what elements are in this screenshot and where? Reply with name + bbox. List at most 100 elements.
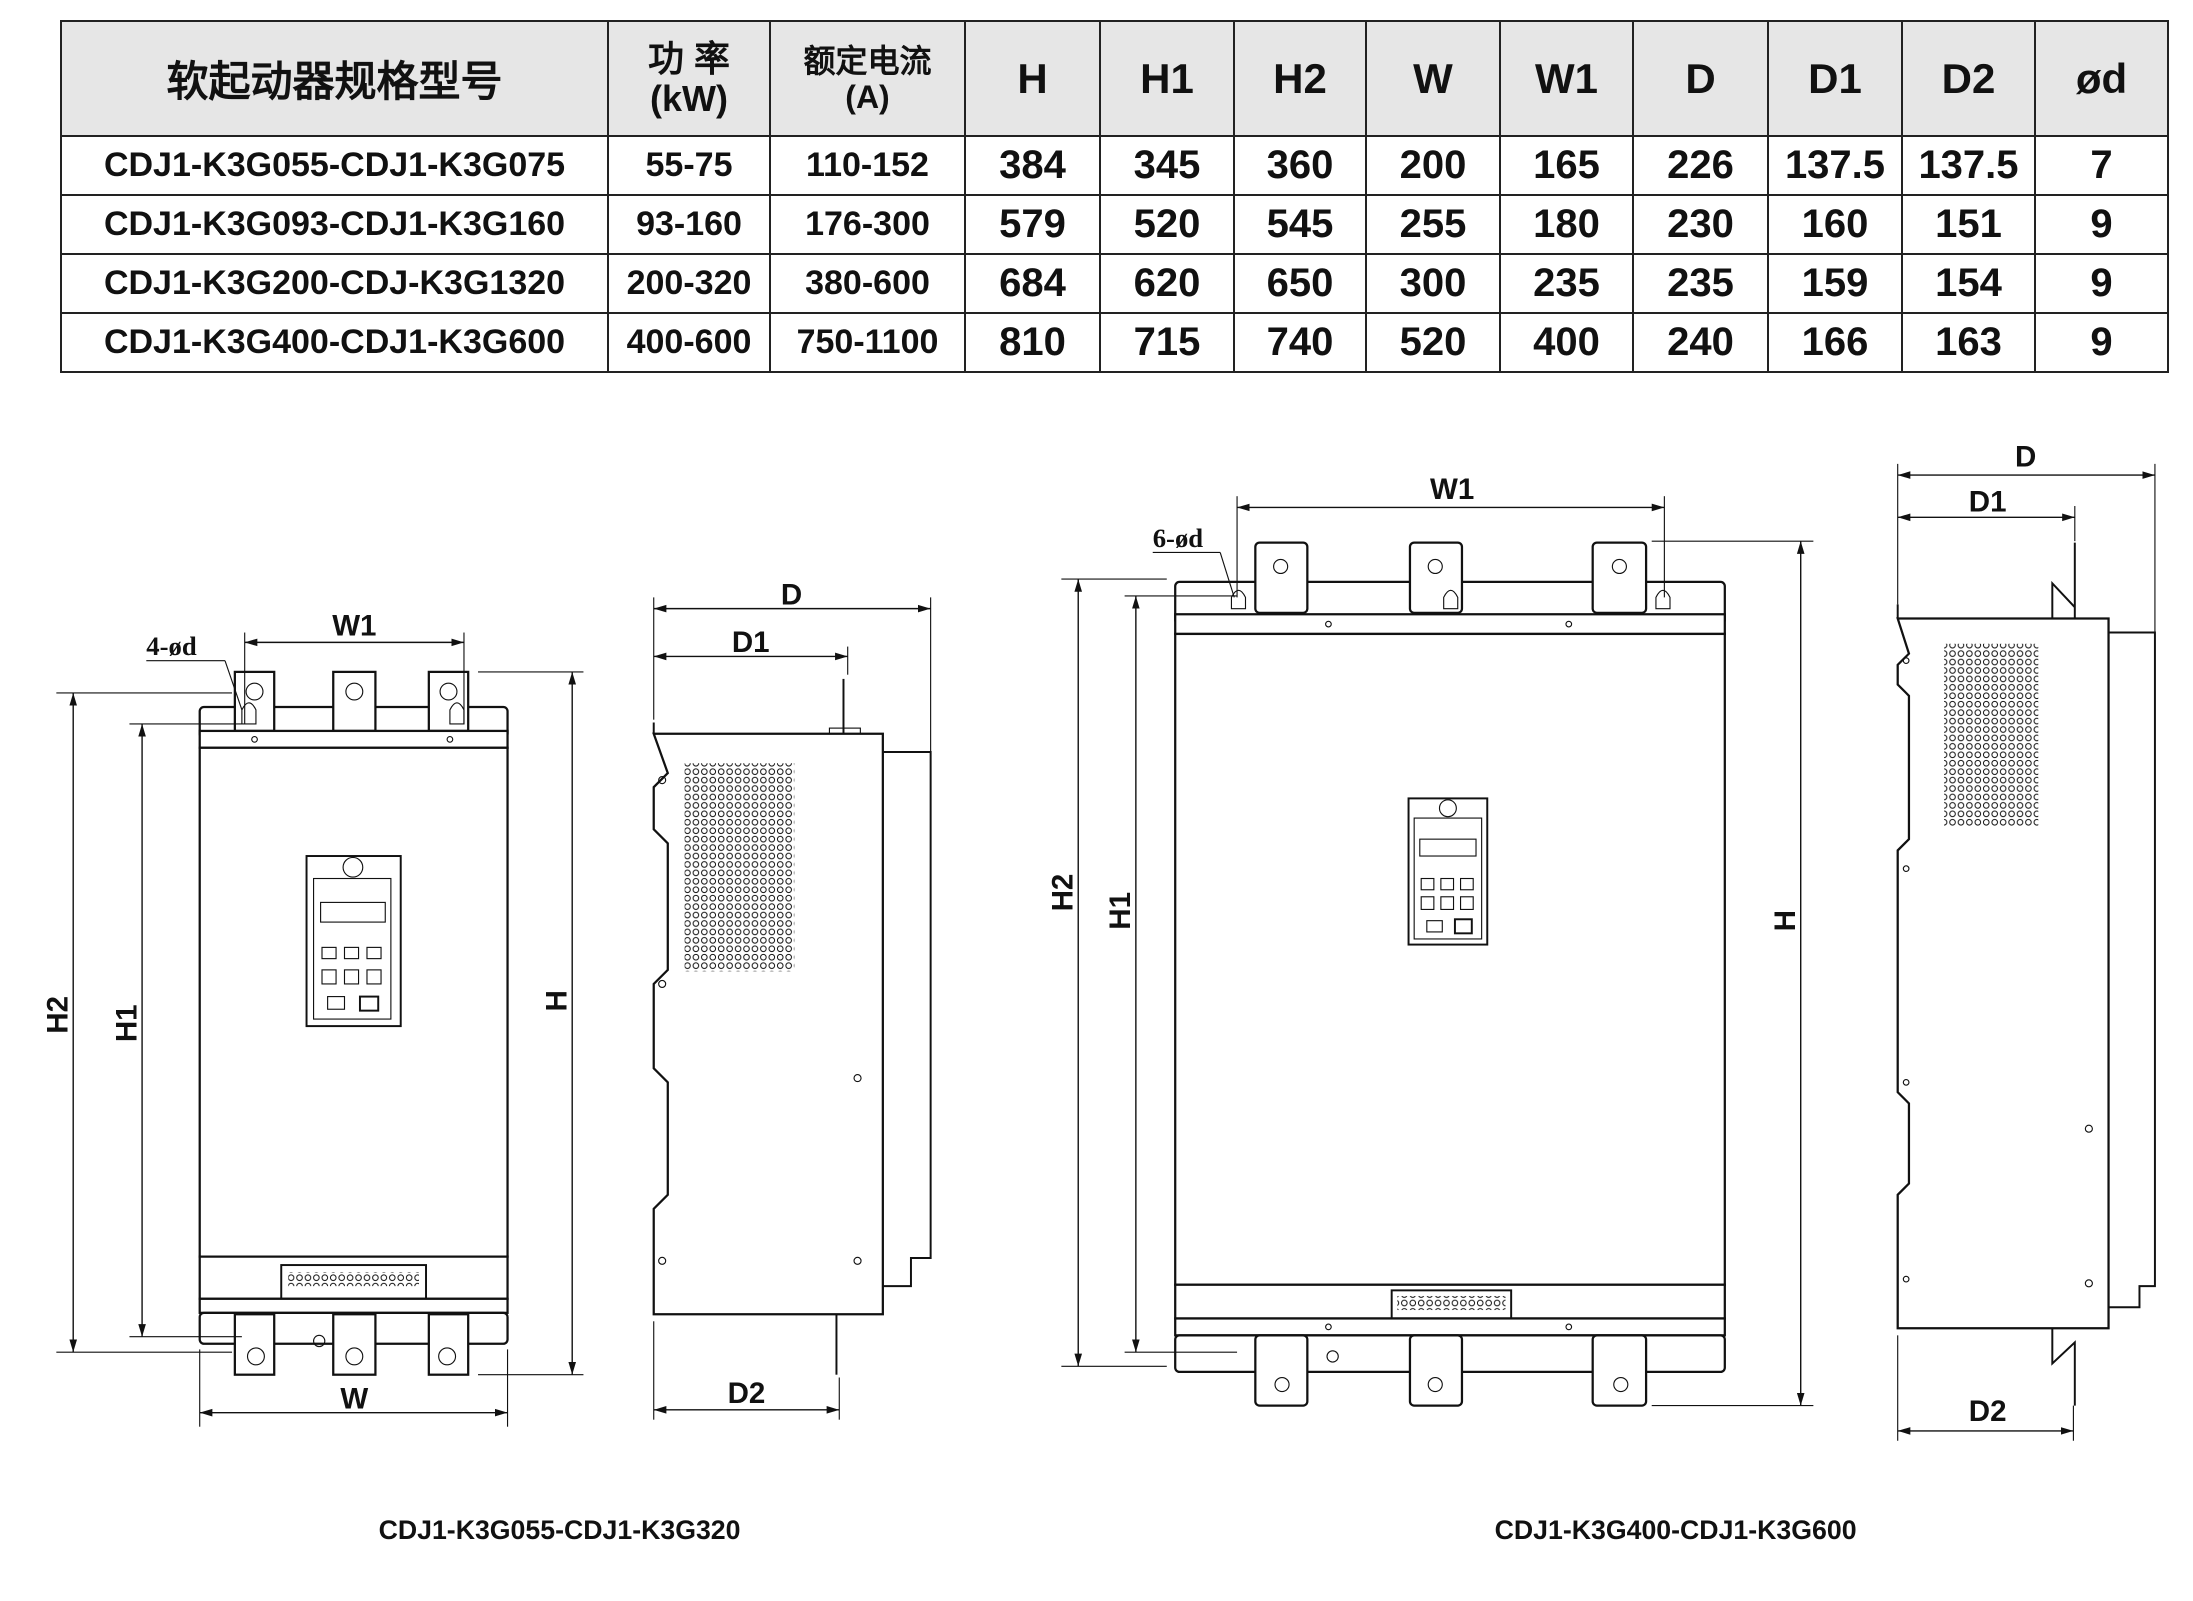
dim-label-D2: D2	[1969, 1395, 2007, 1428]
cell-H1: 620	[1099, 253, 1235, 314]
dim-label-D1: D1	[1969, 486, 2007, 519]
cell-W: 300	[1365, 253, 1501, 314]
header-current-unit: (A)	[845, 78, 890, 115]
cell-W: 200	[1365, 135, 1501, 196]
cell-power: 93-160	[607, 194, 771, 255]
cell-H1: 715	[1099, 312, 1235, 373]
cell-W1: 165	[1499, 135, 1634, 196]
cell-D1: 159	[1767, 253, 1903, 314]
cell-D1: 137.5	[1767, 135, 1903, 196]
cell-model: CDJ1-K3G200-CDJ-K3G1320	[60, 253, 609, 314]
cell-D2: 137.5	[1901, 135, 2036, 196]
cell-W: 520	[1365, 312, 1501, 373]
dim-label-D2: D2	[728, 1377, 766, 1410]
front-cover	[198, 746, 509, 1258]
header-current: 额定电流(A)	[769, 20, 966, 137]
header-W: W	[1365, 20, 1501, 137]
header-W1: W1	[1499, 20, 1634, 137]
dim-label-H: H	[1769, 910, 1802, 931]
cell-D1: 160	[1767, 194, 1903, 255]
header-current-label: 额定电流	[803, 42, 932, 79]
dim-label-D: D	[2015, 441, 2036, 474]
cell-od: 9	[2034, 253, 2169, 314]
cell-model: CDJ1-K3G093-CDJ1-K3G160	[60, 194, 609, 255]
header-power-label: 功 率	[647, 37, 730, 79]
header-D: D	[1632, 20, 1769, 137]
header-H: H	[964, 20, 1101, 137]
cell-D2: 151	[1901, 194, 2036, 255]
dim-label-H1: H1	[1104, 892, 1137, 930]
front-cover	[1174, 632, 1726, 1286]
cell-H2: 360	[1233, 135, 1367, 196]
top-terminals	[1230, 541, 1671, 614]
header-power-unit: (kW)	[650, 77, 728, 119]
left-side-view: D D1 D2	[652, 578, 932, 1420]
cell-W1: 235	[1499, 253, 1634, 314]
dim-label-H2: H2	[42, 996, 75, 1034]
cell-H: 810	[964, 312, 1101, 373]
right-front-view: W1 6-ød H2 H1 H	[1047, 473, 1814, 1407]
spec-table: 软起动器规格型号 功 率(kW) 额定电流(A) H H1 H2 W W1 D …	[60, 20, 2169, 373]
cell-H2: 545	[1233, 194, 1367, 255]
cell-D: 230	[1632, 194, 1769, 255]
cell-od: 9	[2034, 312, 2169, 373]
cell-W1: 180	[1499, 194, 1634, 255]
cell-model: CDJ1-K3G400-CDJ1-K3G600	[60, 312, 609, 373]
header-od: ød	[2034, 20, 2169, 137]
cell-od: 9	[2034, 194, 2169, 255]
cell-H: 384	[964, 135, 1101, 196]
dim-label-H2: H2	[1047, 874, 1080, 912]
cell-model: CDJ1-K3G055-CDJ1-K3G075	[60, 135, 609, 196]
cell-current: 380-600	[769, 253, 966, 314]
cell-D1: 166	[1767, 312, 1903, 373]
cell-power: 55-75	[607, 135, 771, 196]
cell-D: 240	[1632, 312, 1769, 373]
cell-current: 176-300	[769, 194, 966, 255]
dim-label-D1: D1	[732, 626, 770, 659]
right-caption: CDJ1-K3G400-CDJ1-K3G600	[1495, 1515, 1857, 1545]
hole-label: 6-ød	[1153, 523, 1204, 553]
cell-power: 200-320	[607, 253, 771, 314]
dim-label-H: H	[541, 990, 574, 1011]
left-caption: CDJ1-K3G055-CDJ1-K3G320	[379, 1515, 741, 1545]
cell-H2: 650	[1233, 253, 1367, 314]
cell-power: 400-600	[607, 312, 771, 373]
cell-current: 110-152	[769, 135, 966, 196]
cell-D2: 154	[1901, 253, 2036, 314]
keypad	[1407, 797, 1489, 946]
dim-label-W1: W1	[1430, 473, 1474, 506]
cell-od: 7	[2034, 135, 2169, 196]
cell-H1: 520	[1099, 194, 1235, 255]
header-model: 软起动器规格型号	[60, 20, 609, 137]
cell-H1: 345	[1099, 135, 1235, 196]
header-H1: H1	[1099, 20, 1235, 137]
header-H2: H2	[1233, 20, 1367, 137]
cell-D: 226	[1632, 135, 1769, 196]
cell-W1: 400	[1499, 312, 1634, 373]
vent-grille	[1944, 643, 2039, 827]
cell-current: 750-1100	[769, 312, 966, 373]
bottom-terminals	[233, 1313, 470, 1376]
header-D2: D2	[1901, 20, 2036, 137]
keypad	[305, 855, 402, 1028]
cell-D2: 163	[1901, 312, 2036, 373]
left-front-view: W1 4-ød H2 H1 H W	[42, 609, 584, 1427]
table-header-row: 软起动器规格型号 功 率(kW) 额定电流(A) H H1 H2 W W1 D …	[60, 20, 2169, 137]
cell-D: 235	[1632, 253, 1769, 314]
bottom-terminals	[1254, 1334, 1648, 1407]
cell-H: 684	[964, 253, 1101, 314]
right-side-view: D D1 D2	[1896, 441, 2156, 1441]
top-terminals	[233, 670, 470, 733]
cell-H: 579	[964, 194, 1101, 255]
dim-label-W1: W1	[332, 609, 376, 642]
header-power: 功 率(kW)	[607, 20, 771, 137]
header-D1: D1	[1767, 20, 1903, 137]
dim-label-W: W	[340, 1382, 368, 1415]
hole-label: 4-ød	[146, 631, 197, 661]
cell-H2: 740	[1233, 312, 1367, 373]
